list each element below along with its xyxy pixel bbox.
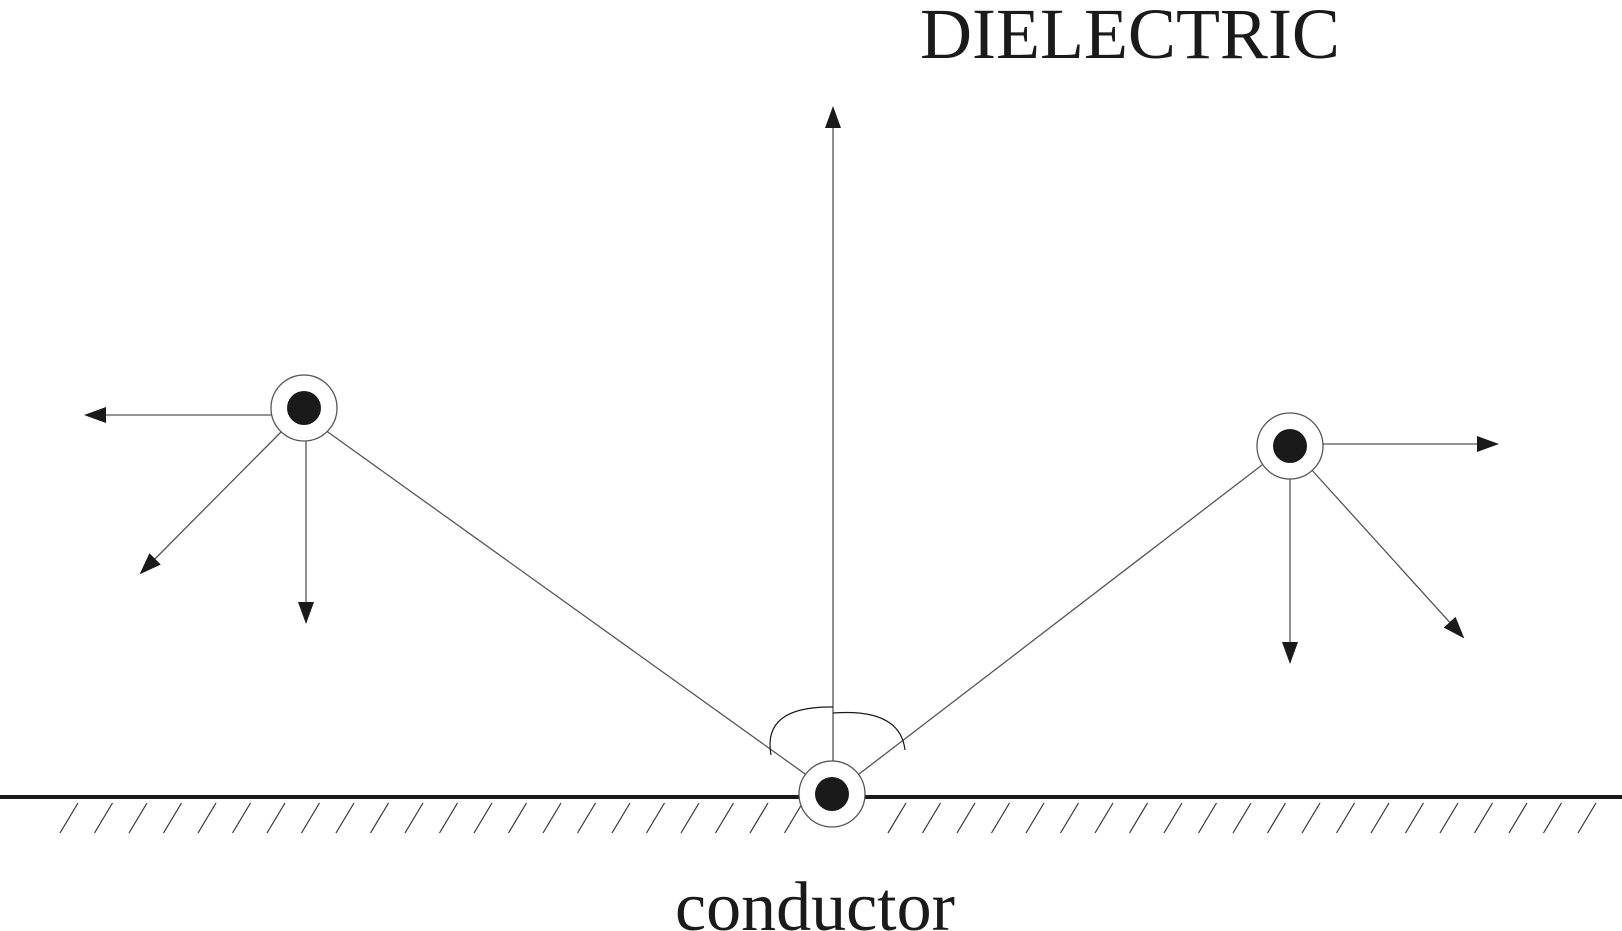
hatch-mark xyxy=(1266,802,1287,834)
angle-arc-right xyxy=(832,711,906,751)
hatch-mark xyxy=(1370,802,1390,834)
hatch-mark xyxy=(1059,802,1080,834)
hatch-mark xyxy=(921,802,942,834)
hatch-mark xyxy=(1335,802,1356,834)
hatch-mark xyxy=(1232,802,1252,834)
hatch-mark xyxy=(1128,802,1149,834)
right-atom-arrow-diagonal xyxy=(1309,467,1465,639)
hatch-mark xyxy=(1439,802,1459,834)
hatch-mark xyxy=(645,802,666,834)
atom-right xyxy=(1256,412,1324,480)
hatch-mark xyxy=(438,802,459,834)
atom-left xyxy=(270,374,338,442)
hatch-mark xyxy=(404,802,424,834)
hatch-mark xyxy=(59,802,79,834)
hatch-mark xyxy=(162,802,183,834)
hatch-mark xyxy=(1025,802,1045,834)
hatch-mark xyxy=(197,802,217,834)
hatch-mark xyxy=(956,802,976,834)
hatch-mark xyxy=(1301,802,1321,834)
hatch-mark xyxy=(266,802,286,834)
hatch-mark xyxy=(1473,802,1494,834)
hatch-mark xyxy=(128,802,148,834)
hatch-mark xyxy=(335,802,355,834)
hatch-mark xyxy=(300,802,321,834)
hatch-mark xyxy=(783,802,804,834)
hatch-mark xyxy=(1094,802,1114,834)
hatch-mark xyxy=(507,802,528,834)
hatch-mark xyxy=(1542,802,1563,834)
hatch-mark xyxy=(1577,802,1597,834)
conductor-hatching xyxy=(59,802,1597,834)
hatch-mark xyxy=(749,802,769,834)
hatch-mark xyxy=(990,802,1011,834)
bond-line-left xyxy=(324,429,834,795)
hatch-mark xyxy=(1508,802,1528,834)
dielectric-label: DIELECTRIC xyxy=(920,0,1340,74)
conductor-label: conductor xyxy=(675,869,955,931)
hatch-mark xyxy=(1197,802,1218,834)
hatch-mark xyxy=(611,802,631,834)
hatch-mark xyxy=(714,802,735,834)
hatch-mark xyxy=(369,802,390,834)
hatch-mark xyxy=(1163,802,1183,834)
hatch-mark xyxy=(576,802,597,834)
atom-surface xyxy=(798,760,866,828)
angle-arc-left xyxy=(769,706,834,756)
hatch-mark xyxy=(473,802,493,834)
hatch-mark xyxy=(1404,802,1425,834)
hatch-mark xyxy=(542,802,562,834)
hatch-mark xyxy=(231,802,252,834)
bond-line-right xyxy=(832,464,1263,795)
hatch-mark xyxy=(680,802,700,834)
hatch-mark xyxy=(887,802,907,834)
hatch-mark xyxy=(93,802,114,834)
left-atom-arrow-diagonal xyxy=(139,429,284,575)
